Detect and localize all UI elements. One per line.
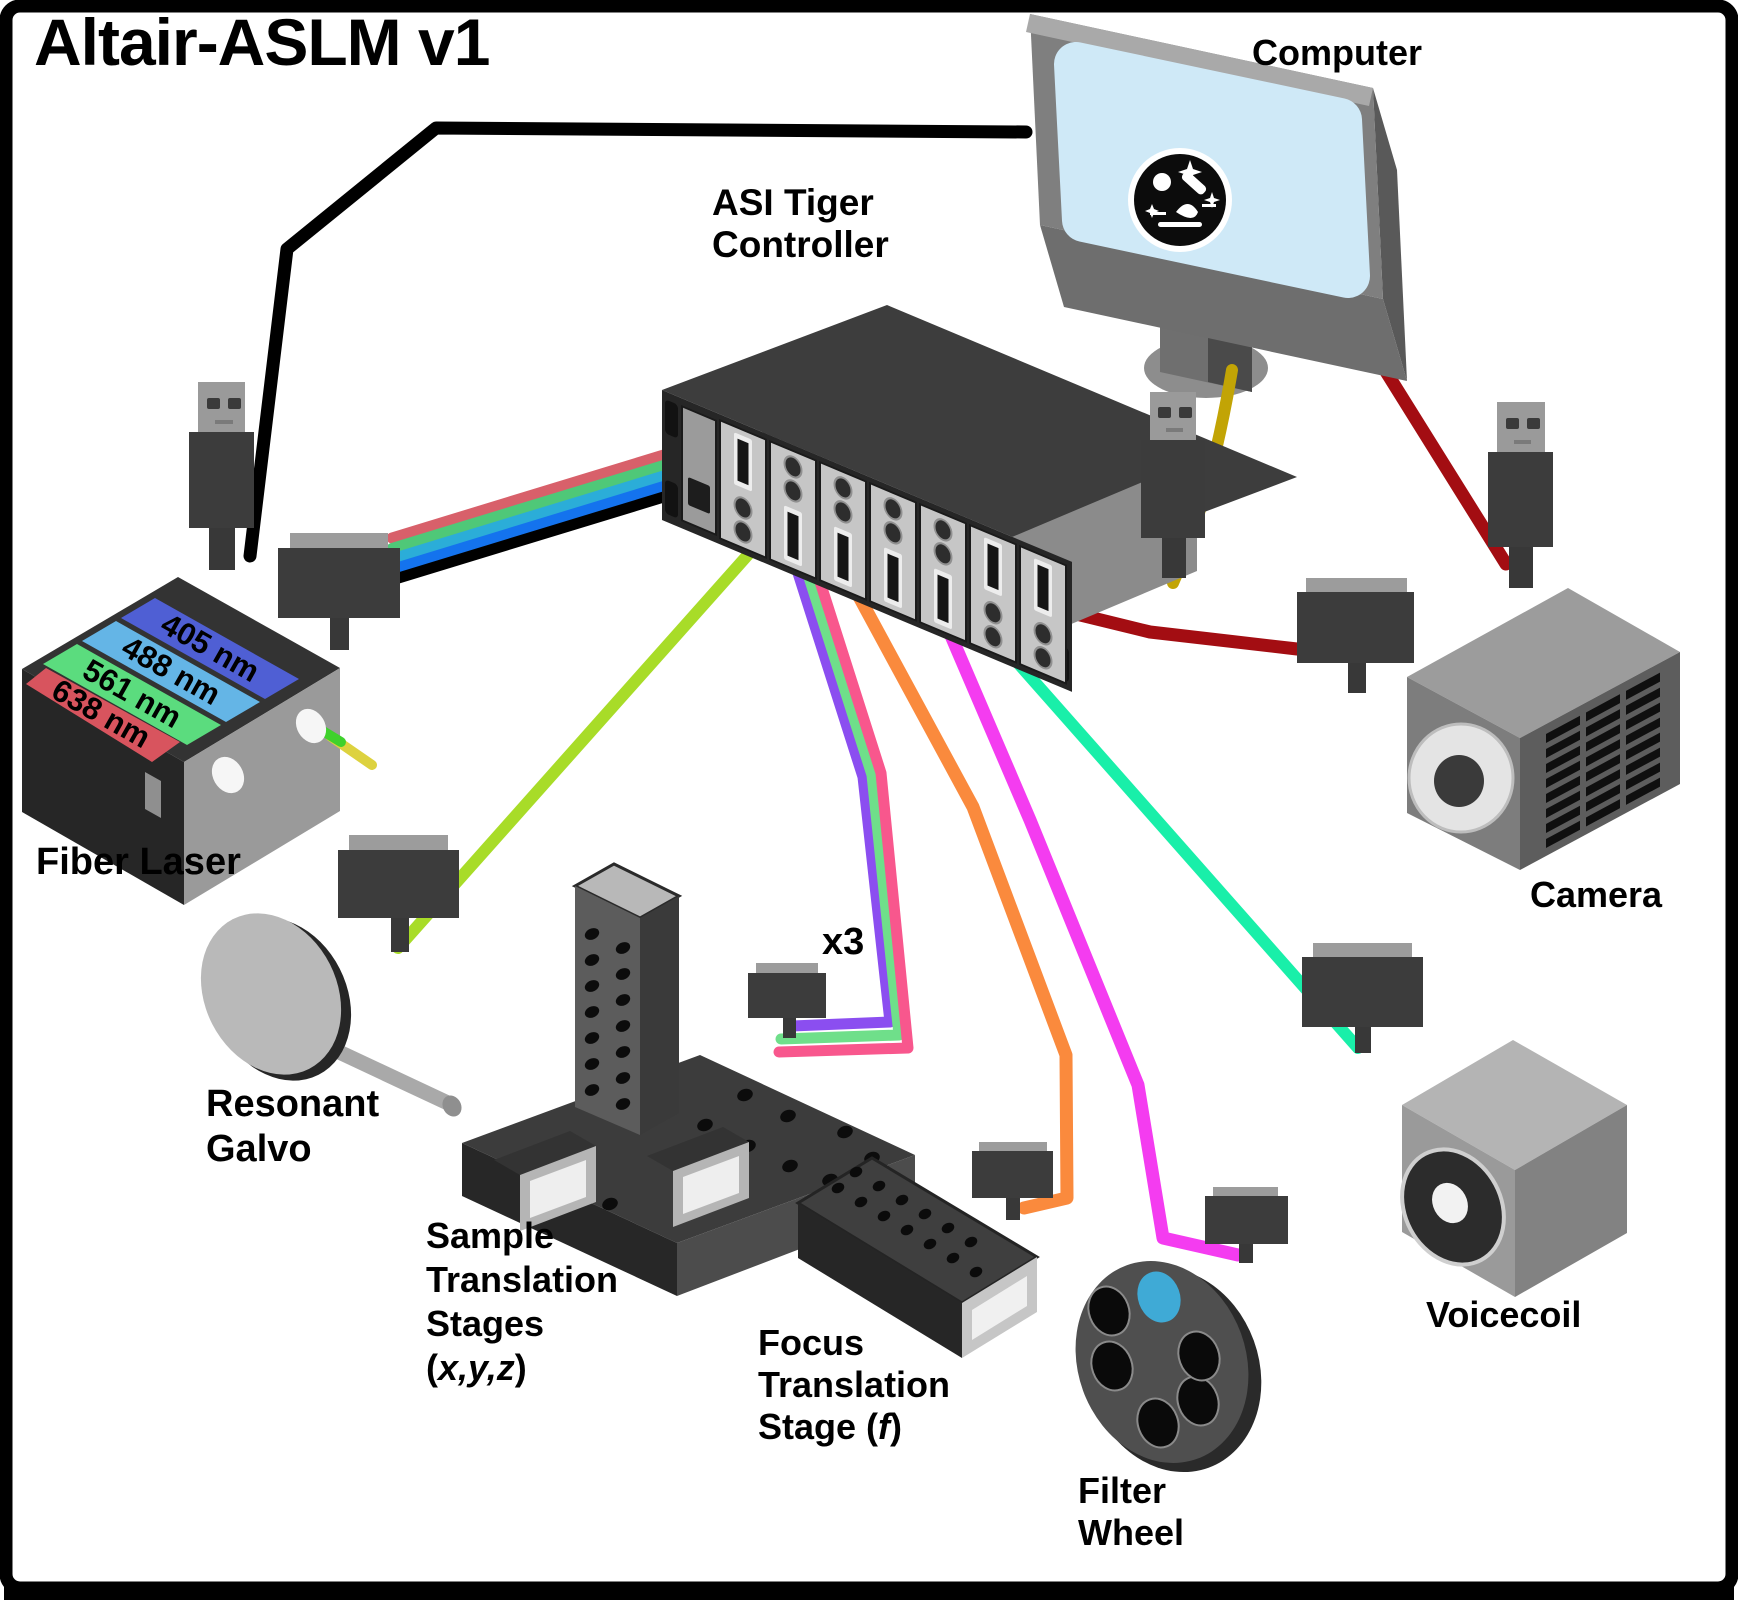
filter-wheel-label: Filter Wheel bbox=[1078, 1470, 1185, 1553]
laser-band-405 bbox=[121, 598, 299, 699]
resonant-galvo bbox=[200, 913, 462, 1117]
focus-translation-stage bbox=[795, 1156, 1040, 1358]
focus-stage-label: Focus Translation Stage (f) bbox=[758, 1322, 951, 1447]
usb-connector-monitor bbox=[1141, 392, 1205, 578]
db-connector-galvo bbox=[338, 835, 459, 952]
db-connector-laser bbox=[278, 533, 400, 650]
multiplier-label: x3 bbox=[822, 921, 865, 963]
page-title: Altair-ASLM v1 bbox=[34, 5, 490, 79]
controller-label: ASI Tiger Controller bbox=[712, 182, 889, 265]
fiber-laser bbox=[22, 577, 377, 905]
focus-cable bbox=[843, 573, 1074, 1215]
figure-border-bottom bbox=[4, 1583, 1734, 1600]
laser-band-638 bbox=[26, 668, 180, 762]
voicecoil-label: Voicecoil bbox=[1426, 1294, 1582, 1335]
laser-ribbon-cable bbox=[386, 444, 686, 586]
computer-label: Computer bbox=[1252, 32, 1422, 73]
computer-monitor bbox=[1026, 14, 1407, 381]
db-connector-focus bbox=[972, 1142, 1053, 1220]
microscope-stars-logo-icon bbox=[1128, 148, 1232, 252]
cables bbox=[243, 121, 1513, 1262]
camera bbox=[1407, 588, 1680, 870]
db-connector-stages bbox=[748, 963, 826, 1038]
usb-cable-black bbox=[243, 121, 1033, 563]
voicecoil bbox=[1400, 1040, 1627, 1297]
db-connector-filter-wheel bbox=[1205, 1187, 1288, 1263]
voicecoil-cable bbox=[974, 614, 1364, 1054]
usb-connector-laser bbox=[189, 382, 254, 570]
galvo-label: Resonant Galvo bbox=[206, 1083, 380, 1170]
galvo-cable bbox=[392, 524, 776, 954]
camera-vents bbox=[1546, 672, 1660, 848]
camera-usb-cable bbox=[1378, 363, 1513, 571]
filter-blue bbox=[1137, 1271, 1181, 1323]
laser-band-488 bbox=[82, 621, 260, 722]
camera-data-cable bbox=[1053, 603, 1304, 656]
laser-band-561 bbox=[43, 644, 221, 745]
camera-label: Camera bbox=[1530, 874, 1663, 915]
db-connector-voicecoil bbox=[1302, 943, 1423, 1053]
sample-stages-label: Sample Translation Stages (x,y,z) bbox=[426, 1215, 619, 1388]
filter-wheel bbox=[1075, 1261, 1262, 1473]
usb-connector-camera bbox=[1488, 402, 1553, 588]
fiber-laser-label: Fiber Laser bbox=[36, 841, 241, 883]
db-connector-camera bbox=[1297, 578, 1414, 693]
stage-bundle-cable bbox=[773, 538, 914, 1058]
filter-wheel-cable bbox=[933, 603, 1245, 1262]
